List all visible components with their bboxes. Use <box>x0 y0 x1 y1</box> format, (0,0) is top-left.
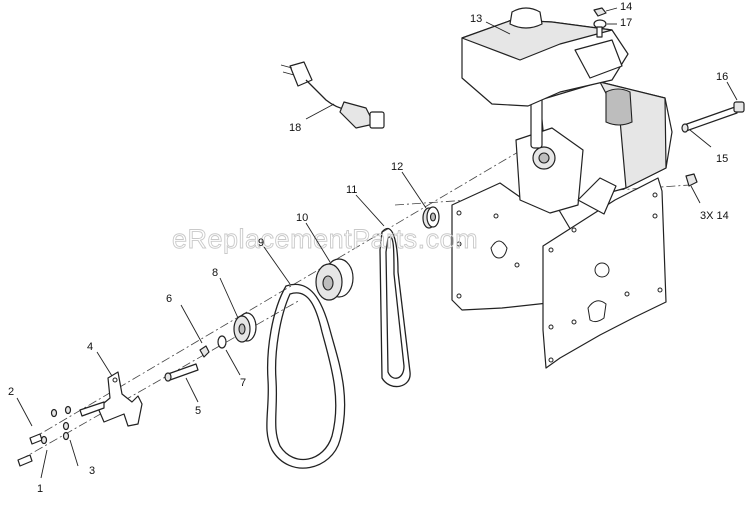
callout-11: 11 <box>346 184 357 196</box>
callout-14: 14 <box>620 1 632 13</box>
callout-12: 12 <box>391 161 403 173</box>
bracket-4 <box>79 371 143 427</box>
callout-7: 7 <box>240 377 246 389</box>
power-cord <box>280 61 385 129</box>
callout-16: 16 <box>716 71 728 83</box>
callout-10: 10 <box>296 212 308 224</box>
callout-8: 8 <box>212 267 218 279</box>
frame-plates <box>451 177 667 369</box>
callout-6: 6 <box>166 293 172 305</box>
v-belt-9 <box>266 283 346 469</box>
callouts: 1 2 3 4 5 6 7 8 9 10 11 12 13 14 17 16 1… <box>8 1 729 495</box>
pulley-12 <box>422 206 440 229</box>
callout-3x14: 3X 14 <box>700 210 729 222</box>
callout-15: 15 <box>716 153 728 165</box>
washer-7 <box>217 335 227 349</box>
callout-4: 4 <box>87 341 93 353</box>
shaft-15 <box>681 101 745 133</box>
nut-3x14 <box>685 173 698 187</box>
bolt-14 <box>593 7 607 38</box>
callout-17: 17 <box>620 17 632 29</box>
bolt-5 <box>164 363 199 382</box>
callout-1: 1 <box>37 483 43 495</box>
callout-18: 18 <box>289 122 301 134</box>
hardware-1-2-3 <box>17 405 72 467</box>
callout-3: 3 <box>89 465 95 477</box>
engine <box>461 7 673 215</box>
pulley-10 <box>315 258 354 301</box>
pulley-8 <box>233 312 257 343</box>
callout-5: 5 <box>195 405 201 417</box>
callout-9: 9 <box>258 237 264 249</box>
leader-lines <box>16 7 738 479</box>
watermark-text: eReplacementParts.com <box>172 224 478 254</box>
v-belt-11 <box>379 227 411 388</box>
callout-2: 2 <box>8 386 14 398</box>
callout-13: 13 <box>470 13 482 25</box>
nut-6 <box>199 345 210 358</box>
